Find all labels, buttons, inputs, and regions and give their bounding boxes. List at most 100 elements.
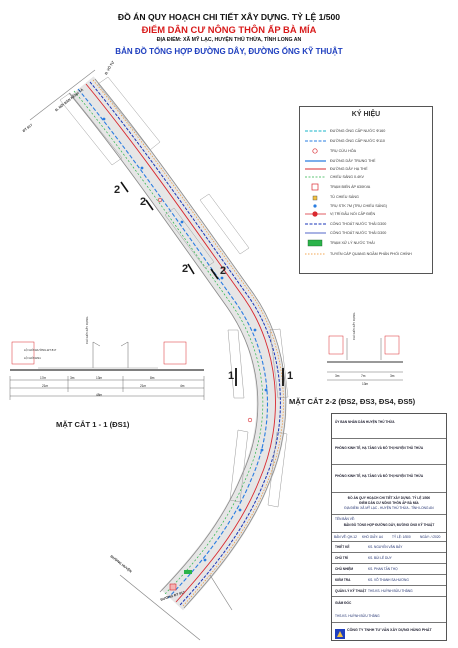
legend-item-water-160: ĐƯỜNG ỐNG CẤP NƯỚC Φ160	[330, 129, 386, 133]
role-lead: CHỦ TRÌ	[335, 556, 348, 560]
section-label: LỘ GIỚI ĐƯỜNG ĐT 817	[24, 348, 57, 352]
sheet-name: BẢN ĐỒ TỔNG HỢP ĐƯỜNG DÂY, ĐƯỜNG ỐNG KỸ …	[343, 523, 435, 527]
dimension-label: 13m	[96, 376, 103, 380]
legend-symbols	[305, 130, 326, 255]
scale: TỶ LỆ: 1/500	[392, 535, 411, 539]
section-label: LỘ GIỚI ĐS1	[24, 356, 41, 360]
road-dt817-bottom-2	[209, 574, 233, 611]
dimension-label: 17m	[40, 376, 47, 380]
hydrant-marker	[247, 417, 253, 423]
drawing-subtitle: ĐIỂM DÂN CƯ NÔNG THÔN ẤP BÀ MÍA	[141, 24, 317, 35]
fiber-line	[92, 79, 284, 608]
name-checker: KS. VÕ THANH SA HƯƠNG	[368, 578, 409, 582]
dimension-label: 21m	[42, 384, 49, 388]
company-name: CÔNG TY TNHH TƯ VẤN XÂY DỰNG HÙNG PHÁT	[347, 628, 432, 632]
legend-item-treatment: TRẠM XỬ LÝ NƯỚC THẢI	[330, 241, 375, 245]
drawing-location: ĐỊA ĐIỂM: XÃ MỸ LẠC, HUYỆN THỦ THỪA, TỈN…	[156, 37, 302, 43]
pole-marker	[264, 388, 268, 392]
dimension-label: 21m	[140, 384, 147, 388]
road-edge-right	[94, 78, 287, 609]
section-label: CHỈ GIỚI XÂY DỰNG	[85, 316, 89, 344]
legend-panel: KÝ HIỆU ĐƯỜNG ỐNG CẤP NƯỚC Φ160 ĐƯỜNG ỐN…	[299, 106, 433, 274]
lot-hatching	[59, 76, 289, 508]
approver-2: PHÒNG KINH TẾ, HẠ TẦNG VÀ ĐÔ THỊ HUYỆN T…	[335, 446, 424, 450]
legend-item-low-voltage: ĐƯỜNG DÂY HẠ THẾ	[330, 167, 368, 171]
paper-size: KHỔ GIẤY: A4	[362, 535, 383, 539]
approver-3: PHÒNG KINH TẾ, HẠ TẦNG VÀ ĐÔ THỊ HUYỆN T…	[335, 474, 424, 478]
pole-marker	[260, 448, 264, 452]
pole-marker	[253, 328, 257, 332]
pole-marker	[238, 508, 242, 512]
dimension-label: 3m	[390, 374, 395, 378]
pole-marker	[140, 166, 144, 170]
sheet-name-label: TÊN BẢN VẼ:	[335, 517, 355, 521]
role-checker: KIỂM TRA	[335, 578, 351, 582]
road-dt817-line	[29, 69, 96, 121]
approver-1: ỦY BAN NHÂN DÂN HUYỆN THỦ THỪA	[335, 420, 395, 424]
section-1-1-title: MẶT CẮT 1 - 1 (ĐS1)	[56, 420, 130, 429]
hydrant-marker	[157, 197, 163, 203]
road-corridor	[70, 76, 287, 611]
cross-section-1-1	[9, 341, 205, 400]
section-mark: 1	[287, 370, 294, 382]
legend-item-sewer-solid: CỐNG THOÁT NƯỚC THẢI D300	[330, 231, 387, 235]
water-line	[77, 88, 269, 599]
legend-item-sewer-dashed: CỐNG THOÁT NƯỚC THẢI D300	[330, 222, 387, 226]
legend-item-transformer: TRẠM BIẾN ÁP 630KVA	[330, 185, 371, 189]
name-tech-manager: THS.KS. HUỲNH BỬU THẮNG	[368, 589, 413, 593]
section-mark: 2	[220, 265, 227, 277]
company-logo-icon	[335, 626, 345, 639]
lighting-line	[73, 90, 264, 596]
legend-item-hydrant: TRỤ CỨU HỎA	[330, 149, 357, 153]
legend-item-lighting-cabinet: TỦ CHIẾU SÁNG	[330, 195, 359, 199]
legend-title: KÝ HIỆU	[351, 111, 381, 118]
legend-item-pole: TRỤ STK 7M (TRỤ CHIẾU SÁNG)	[330, 204, 387, 208]
role-manager: CHỦ NHIỆM	[335, 567, 354, 571]
legend-item-fiber: TUYẾN CÁP QUANG NGẦM PHÂN PHỐI CHÍNH	[330, 252, 412, 256]
section-label: CHỈ GIỚI XÂY DỰNG	[352, 312, 356, 340]
pole-marker	[220, 276, 224, 280]
utility-markers	[102, 117, 268, 562]
name-designer: KS. NGUYỄN VĂN BẢY	[368, 545, 403, 549]
date: NGÀY: / /2020	[420, 535, 441, 539]
section-mark: 1	[228, 370, 235, 382]
role-designer: THIẾT KẾ	[335, 545, 350, 549]
name-manager: KS. PHAN TẤN THỌ	[368, 567, 398, 571]
pole-marker	[102, 117, 106, 121]
project-line-3: ĐỊA ĐIỂM: XÃ MỸ LẠC - HUYỆN THỦ THỪA - T…	[344, 506, 434, 510]
section-mark: 2	[140, 196, 147, 208]
role-tech-manager: QUẢN LÝ KỸ THUẬT	[335, 589, 367, 593]
title-block: ỦY BAN NHÂN DÂN HUYỆN THỦ THỪA PHÒNG KIN…	[331, 413, 447, 641]
treatment-station	[184, 570, 192, 574]
dimension-total: 13m	[362, 382, 369, 386]
dimension-label: 3m	[335, 374, 340, 378]
drawing-title: ĐỒ ÁN QUY HOẠCH CHI TIẾT XÂY DỰNG. TỶ LỆ…	[117, 12, 341, 22]
section-2-2-title: MẶT CẮT 2-2 (ĐS2, ĐS3, ĐS4, ĐS5)	[289, 397, 416, 406]
legend-item-lighting: CHIẾU SÁNG 0.4KV	[330, 175, 365, 179]
section-mark: 2	[182, 263, 189, 275]
legend-item-connection-point: VỊ TRÍ ĐẤU NỐI CẤP ĐIỆN	[330, 212, 376, 216]
project-line-2: ĐIỂM DÂN CƯ NÔNG THÔN ẤP BÀ MÍA	[359, 501, 419, 505]
section-mark: 2	[114, 184, 121, 196]
power-line	[85, 83, 276, 603]
legend-item-medium-voltage: ĐƯỜNG DÂY TRUNG THẾ	[330, 159, 376, 163]
pole-marker	[203, 558, 207, 562]
name-lead: KS. BÙI LÊ DUY	[368, 556, 392, 560]
transformer-station	[169, 583, 177, 591]
project-line-1: ĐỒ ÁN QUY HOẠCH CHI TIẾT XÂY DỰNG. TỶ LỆ…	[347, 496, 431, 500]
drawing-name: BẢN ĐỒ TỔNG HỢP ĐƯỜNG DÂY, ĐƯỜNG ỐNG KỸ …	[115, 47, 343, 56]
director-name: THS.KS. HUỲNH BỬU THẮNG	[335, 614, 380, 618]
sewer-line	[89, 81, 281, 606]
dimension-label: 7m	[361, 374, 366, 378]
dimension-total: 48m	[96, 393, 103, 397]
section-cut-2-group	[120, 181, 219, 280]
dimension-label: 3m	[70, 376, 75, 380]
cross-section-2-2	[327, 335, 403, 381]
sheet-code: BẢN VẼ: QH-12	[334, 535, 357, 539]
road-dt817-bottom	[119, 574, 201, 641]
section-cut-1-group	[235, 368, 284, 386]
road-edge-left	[68, 92, 259, 593]
legend-item-water-110: ĐƯỜNG ỐNG CẤP NƯỚC Φ110	[330, 139, 385, 143]
dimension-label: 8m	[150, 376, 155, 380]
